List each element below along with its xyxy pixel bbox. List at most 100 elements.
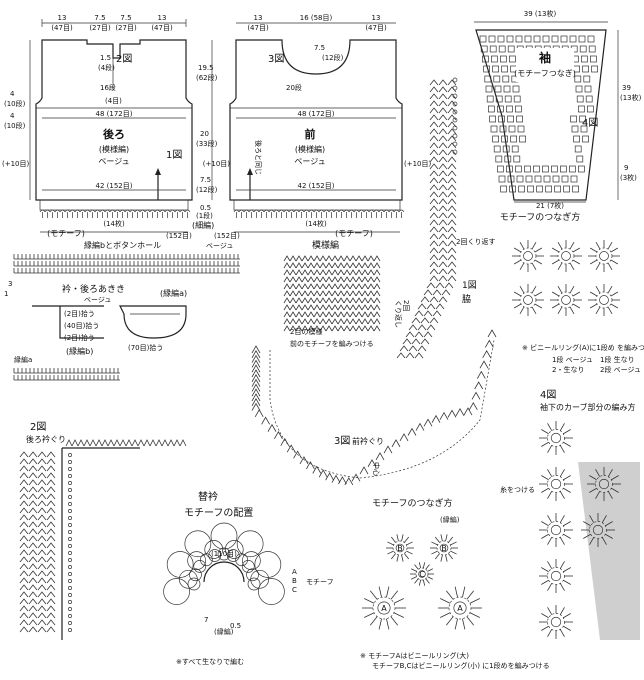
fig2-top-stitch <box>155 439 163 447</box>
fig1-stitch <box>438 268 448 275</box>
fig2-stitch <box>37 507 47 514</box>
pattern-stitch <box>307 283 315 290</box>
fig1-stitch <box>423 331 433 338</box>
back-dim-st-3: (27目) <box>115 24 137 32</box>
pattern-stitch <box>319 311 327 318</box>
motif-petal <box>401 534 404 542</box>
fig1-stitch <box>438 212 448 219</box>
motif-petal <box>534 291 543 297</box>
sleeve-motif-square <box>527 185 534 193</box>
scallop <box>388 209 395 213</box>
fig2-stitch <box>19 626 29 633</box>
scallop <box>74 209 81 213</box>
fig1-stitch <box>429 86 439 93</box>
scallop <box>258 209 265 213</box>
scallop <box>308 209 315 213</box>
pattern-stitch <box>283 318 291 325</box>
pattern-stitch <box>307 276 315 283</box>
pattern-stitch <box>373 283 381 290</box>
motif-center <box>550 616 562 628</box>
fig2-stitch <box>37 451 47 458</box>
sleeve-motif-square <box>484 75 492 83</box>
fig2-chain <box>68 467 72 471</box>
fig1-stitch <box>429 219 439 226</box>
motif-petal <box>541 613 549 619</box>
front-dim-3: 13 <box>372 14 381 22</box>
pattern-stitch <box>367 269 375 276</box>
fig2-stitch <box>46 605 56 612</box>
fig1-stitch <box>429 233 439 240</box>
motif-ring <box>547 475 565 493</box>
fig2-stitch <box>19 612 29 619</box>
fig3-stitch <box>423 418 433 427</box>
motif-center <box>523 251 533 261</box>
scallop <box>39 209 46 213</box>
sleeve-motif-square <box>582 65 589 73</box>
motif-join-band: (縁編) <box>440 515 460 524</box>
pattern-stitch <box>307 325 315 332</box>
collar-label: 衿・後ろあきき <box>62 283 125 295</box>
fig1-stitch <box>438 275 448 282</box>
pattern-stitch <box>349 304 357 311</box>
motif-petal <box>378 618 382 630</box>
fig1-stitch <box>438 240 448 247</box>
pattern-stitch <box>337 283 345 290</box>
fig1-stitch <box>417 303 427 310</box>
motif-petal <box>559 423 565 431</box>
motif-join-title: モチーフのつなぎ方 <box>372 497 452 509</box>
motif-petal <box>414 564 419 570</box>
fig1-stitch <box>438 247 448 254</box>
sleeve-motif-square <box>570 115 577 123</box>
sleeve-motif-square <box>512 85 520 93</box>
sleeve-motif-square <box>506 35 514 43</box>
fig1-stitch <box>429 107 439 114</box>
motif-petal <box>547 583 553 591</box>
fig2-stitch <box>28 500 38 507</box>
pattern-stitch <box>373 269 381 276</box>
legend-k4: 2段 ベージュ <box>600 365 641 374</box>
fig2-chain <box>68 516 72 520</box>
motif-ring <box>547 429 565 447</box>
fig1-stitch <box>429 163 439 170</box>
fig2-stitch <box>19 472 29 479</box>
motif-petal <box>393 612 404 618</box>
sleeve-motif-square <box>508 125 516 133</box>
pattern-num: 2回 <box>402 300 410 311</box>
pattern-stitch <box>289 304 297 311</box>
fig1-stitch <box>426 324 436 331</box>
pattern-body: 2目の模様 <box>290 327 322 336</box>
motif-center <box>395 543 405 553</box>
pattern-stitch <box>325 262 333 269</box>
motif-petal <box>513 303 522 309</box>
fig3-stitch <box>251 402 261 411</box>
scallop <box>44 209 51 213</box>
motif-petal <box>563 613 571 619</box>
motif-petal <box>595 491 601 499</box>
fig1-stitch <box>435 303 445 310</box>
motif-letter: A <box>457 604 463 613</box>
fig2-stitch <box>19 556 29 563</box>
fig2-stitch <box>19 549 29 556</box>
fig2-stitch <box>37 556 47 563</box>
scallop <box>238 209 245 213</box>
fig3-stitch <box>280 437 290 446</box>
pattern-stitch <box>337 269 345 276</box>
collar-inner-motif <box>235 553 248 567</box>
motif-petal <box>547 537 553 545</box>
fig2-stitch <box>46 500 56 507</box>
back-motif: (モチーフ) <box>47 229 85 238</box>
scallop <box>303 209 310 213</box>
back-piece: 13 7.5 7.5 13 (47目) (27目) (27目) (47目) 1.… <box>2 14 193 238</box>
motif-petal <box>390 590 399 600</box>
pattern-stitch <box>289 325 297 332</box>
pattern-stitch <box>361 297 369 304</box>
pattern-stitch <box>361 262 369 269</box>
fig1-stitch-column <box>396 77 458 359</box>
sleeve-motif-square <box>503 85 511 93</box>
motif-petal <box>541 579 549 585</box>
pattern-stitch <box>325 318 333 325</box>
pattern-stitch <box>361 269 369 276</box>
fig3-stitch <box>407 427 417 436</box>
fig1-stitch <box>411 338 421 345</box>
pattern-stitch <box>331 283 339 290</box>
